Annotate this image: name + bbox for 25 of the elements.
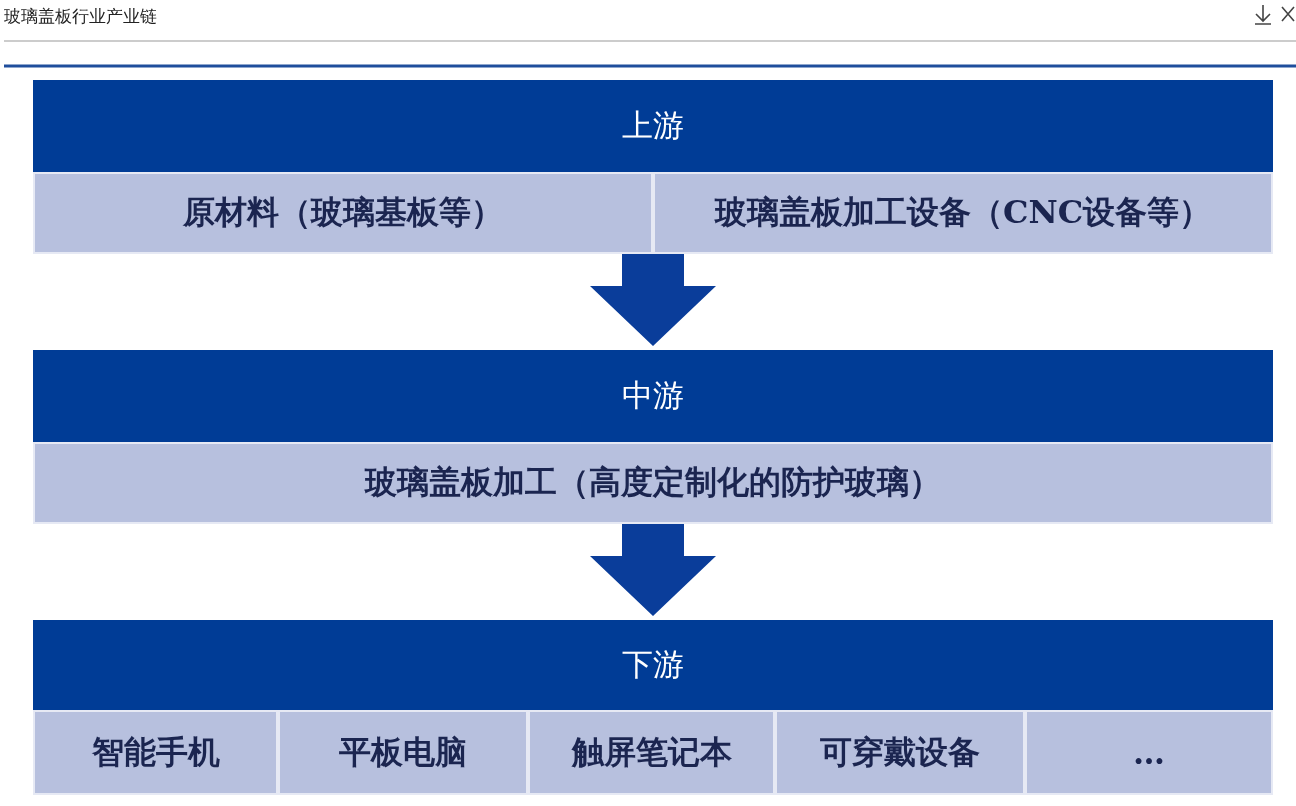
cell-text: 触屏笔记本 [571, 731, 732, 773]
item-cell [775, 710, 1025, 795]
item-cell [33, 442, 1273, 524]
block-arrow [590, 524, 716, 616]
stage-heading: 下游 [621, 645, 685, 684]
item-cell [33, 172, 653, 254]
item-cell [1025, 710, 1273, 795]
page-title: 玻璃盖板行业产业链 [4, 5, 157, 28]
item-cell [33, 710, 278, 795]
cell-text: 原材料（玻璃基板等） [183, 192, 503, 233]
cell-text: 玻璃盖板加工设备（CNC设备等） [714, 192, 1212, 233]
cell-text: 可穿戴设备 [820, 731, 980, 773]
block-arrow [590, 254, 716, 346]
cell-text: … [1133, 733, 1165, 772]
stage-panel [33, 620, 1273, 795]
cell-text: 平板电脑 [339, 731, 467, 773]
stage-heading: 上游 [621, 106, 685, 145]
stage-heading: 中游 [621, 376, 685, 415]
item-cell [528, 710, 775, 795]
stage-panel [33, 350, 1273, 524]
item-cell [653, 172, 1273, 254]
item-cell [278, 710, 528, 795]
cell-text: 玻璃盖板加工（高度定制化的防护玻璃） [365, 462, 941, 503]
stage-panel [33, 80, 1273, 254]
cell-text: 智能手机 [91, 731, 220, 773]
